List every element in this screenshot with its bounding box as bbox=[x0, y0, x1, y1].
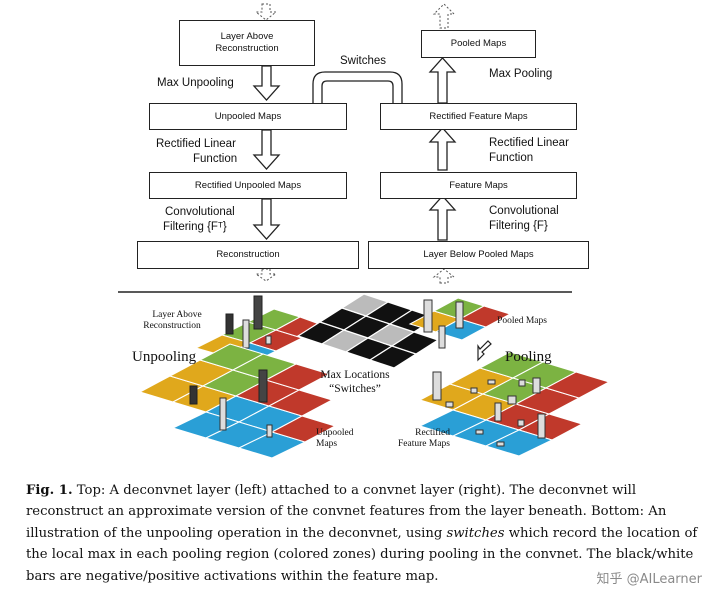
figure-caption: Fig. 1. Top: A deconvnet layer (left) at… bbox=[26, 480, 706, 587]
pooling-arrow bbox=[477, 340, 492, 362]
box-layer-above-text: Layer Above Reconstruction bbox=[215, 31, 279, 54]
label-right-relu-2: Function bbox=[489, 152, 534, 164]
label-right-conv-1: Convolutional bbox=[489, 205, 559, 217]
label-max-pooling: Max Pooling bbox=[489, 68, 553, 80]
large-left-bars bbox=[189, 369, 273, 438]
right-arrow-conv bbox=[428, 195, 457, 241]
label-right-relu-1: Rectified Linear bbox=[489, 137, 569, 149]
left-arrow-unpooling bbox=[252, 65, 281, 101]
label-layer-above-1: Layer Above bbox=[152, 310, 202, 320]
label-pooled-maps: Pooled Maps bbox=[497, 316, 547, 326]
box-reconstruction: Reconstruction bbox=[137, 241, 359, 269]
label-unpooled-1: Unpooled bbox=[316, 428, 354, 438]
box-rect-unpooled-text: Rectified Unpooled Maps bbox=[194, 179, 302, 191]
label-left-relu-2: Function bbox=[193, 153, 238, 165]
right-dashed-bottom-arrow bbox=[432, 268, 456, 284]
small-right-bars bbox=[423, 299, 464, 349]
box-layer-above-reconstruction: Layer Above Reconstruction bbox=[179, 20, 315, 66]
label-rectified-1: Rectified bbox=[415, 428, 450, 438]
box-pooled-maps: Pooled Maps bbox=[421, 30, 536, 58]
box-feature-maps: Feature Maps bbox=[380, 172, 577, 199]
caption-text-1: Top: A deconvnet layer (left) attached t… bbox=[26, 483, 667, 541]
illustration-graphics bbox=[138, 293, 611, 459]
large-right-bars bbox=[432, 371, 546, 447]
label-unpooling: Unpooling bbox=[132, 349, 197, 365]
box-reconstruction-text: Reconstruction bbox=[216, 249, 280, 260]
caption-fig-label: Fig. 1. bbox=[26, 483, 73, 498]
label-pooling: Pooling bbox=[505, 349, 552, 365]
box-rect-feature-text: Rectified Feature Maps bbox=[429, 110, 528, 122]
box-rectified-feature-maps: Rectified Feature Maps bbox=[380, 103, 577, 130]
left-dashed-bottom-arrow bbox=[254, 268, 278, 282]
label-max-locations-1: Max Locations bbox=[320, 369, 390, 381]
label-unpooled-2: Maps bbox=[316, 439, 338, 449]
label-right-conv-2: Filtering {F} bbox=[489, 220, 548, 232]
switches-pipe bbox=[312, 71, 403, 103]
right-dashed-top-arrow bbox=[432, 3, 456, 29]
diagram-graphics bbox=[118, 3, 572, 293]
box-unpooled-maps: Unpooled Maps bbox=[149, 103, 347, 130]
label-left-relu-1: Rectified Linear bbox=[156, 138, 236, 150]
box-pooled-text: Pooled Maps bbox=[450, 38, 507, 49]
label-switches: Switches bbox=[340, 55, 387, 67]
watermark: 知乎 @AILearner bbox=[596, 572, 702, 587]
right-arrow-pooling bbox=[428, 57, 457, 104]
label-left-conv-2: Filtering {Fᵀ} bbox=[163, 221, 227, 233]
right-arrow-relu bbox=[428, 127, 457, 171]
label-layer-above-2: Reconstruction bbox=[143, 321, 201, 331]
box-layer-below-text: Layer Below Pooled Maps bbox=[423, 249, 534, 260]
small-left-bars bbox=[225, 295, 272, 349]
label-max-unpooling: Max Unpooling bbox=[157, 77, 234, 89]
left-arrow-relu bbox=[252, 129, 281, 170]
box-layer-below-pooled-maps: Layer Below Pooled Maps bbox=[368, 241, 589, 269]
caption-italic: switches bbox=[446, 525, 505, 541]
box-rectified-unpooled-maps: Rectified Unpooled Maps bbox=[149, 172, 347, 199]
caption-text-2: which record the location of the local m… bbox=[26, 525, 698, 584]
box-unpooled-text: Unpooled Maps bbox=[214, 110, 282, 122]
label-rectified-2: Feature Maps bbox=[398, 439, 450, 449]
label-left-conv-1: Convolutional bbox=[165, 206, 235, 218]
label-max-locations-2: “Switches” bbox=[329, 383, 381, 395]
left-arrow-conv bbox=[252, 198, 281, 240]
box-feature-text: Feature Maps bbox=[449, 179, 508, 191]
left-dashed-top-arrow bbox=[254, 3, 278, 21]
